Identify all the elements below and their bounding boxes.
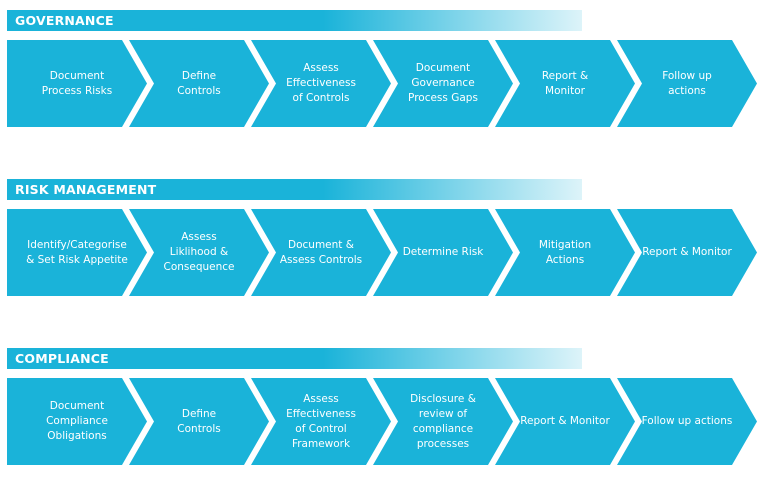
process-step: Disclosure & review of compliance proces… <box>373 378 513 465</box>
step-label: Assess Effectiveness of Controls <box>286 62 356 104</box>
step-label: Identify/Categorise & Set Risk Appetite <box>26 238 128 266</box>
process-step: Assess Effectiveness of Controls <box>251 40 391 127</box>
step-label: Follow up actions <box>641 415 733 427</box>
step-label: Report & Monitor <box>520 415 610 427</box>
process-step: Follow up actions <box>617 378 757 465</box>
step-label: Document Process Risks <box>41 69 113 97</box>
process-step: Define Controls <box>129 378 269 465</box>
step-label: Mitigation Actions <box>538 238 592 266</box>
step-label: Follow up actions <box>662 69 712 97</box>
step-label: Report & Monitor <box>642 246 732 258</box>
process-step: Document & Assess Controls <box>251 209 391 296</box>
process-step: Document Compliance Obligations <box>7 378 147 465</box>
process-step: Report & Monitor <box>495 378 635 465</box>
process-step: Define Controls <box>129 40 269 127</box>
section-header: RISK MANAGEMENT <box>7 179 582 200</box>
process-step: Report & Monitor <box>617 209 757 296</box>
process-step: Document Governance Process Gaps <box>373 40 513 127</box>
process-step: Follow up actions <box>617 40 757 127</box>
process-row: Document Process Risks Define Controls Ass… <box>0 40 768 127</box>
process-step: Report & Monitor <box>495 40 635 127</box>
process-step: Assess Effectiveness of Control Framewor… <box>251 378 391 465</box>
step-label: Determine Risk <box>402 246 484 258</box>
step-label: Define Controls <box>177 407 221 435</box>
process-step: Identify/Categorise & Set Risk Appetite <box>7 209 147 296</box>
section-header: GOVERNANCE <box>7 10 582 31</box>
step-label: Document & Assess Controls <box>279 238 363 266</box>
section-header: COMPLIANCE <box>7 348 582 369</box>
step-label: Disclosure & review of compliance proces… <box>410 392 476 450</box>
section-title: GOVERNANCE <box>15 13 114 28</box>
step-label: Document Governance Process Gaps <box>408 62 478 104</box>
process-step: Determine Risk <box>373 209 513 296</box>
section-title: RISK MANAGEMENT <box>15 182 157 197</box>
process-row: Identify/Categorise & Set Risk Appetite A… <box>0 209 768 296</box>
step-label: Report & Monitor <box>541 69 589 97</box>
process-step: Mitigation Actions <box>495 209 635 296</box>
step-label: Document Compliance Obligations <box>46 400 108 442</box>
section-title: COMPLIANCE <box>15 351 109 366</box>
process-row: Document Compliance Obligations Define Co… <box>0 378 768 465</box>
step-label: Assess Effectiveness of Control Framewor… <box>286 392 356 450</box>
step-label: Assess Liklihood & Consequence <box>163 231 235 273</box>
process-step: Assess Liklihood & Consequence <box>129 209 269 296</box>
step-label: Define Controls <box>177 69 221 97</box>
process-step: Document Process Risks <box>7 40 147 127</box>
